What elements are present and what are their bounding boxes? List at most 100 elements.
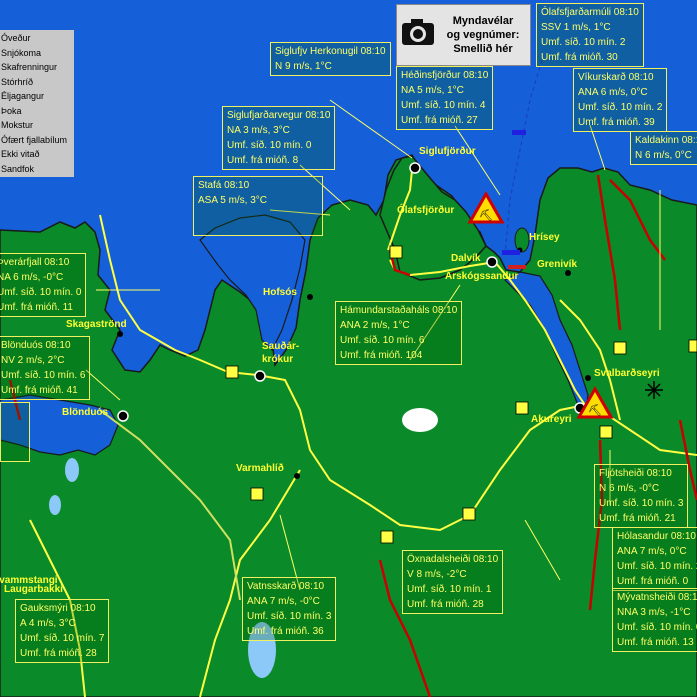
place-olafsfjordur: Ólafsfjörður (397, 205, 455, 216)
legend-item: Mokstur (1, 120, 34, 130)
station-traffic-midnight: Umf. frá mióñ. 28 (407, 599, 484, 610)
station-traffic-midnight: Umf. frá mióñ. 27 (401, 115, 478, 126)
station-unnamed-box[interactable] (0, 402, 30, 462)
station-traffic-midnight: Umf. frá mióñ. 36 (247, 626, 324, 637)
cameras-line1: Myndavélar (452, 15, 514, 27)
station-traffic-10min: Umf. síð. 10 mín. 2 (617, 561, 697, 572)
station-fljotsheidi[interactable]: Fljótsheiði 08:10 N 6 m/s, -0°C Umf. síð… (594, 464, 689, 528)
place-hrisey: Hrísey (529, 232, 560, 243)
cameras-button[interactable]: Myndavélar og vegnúmer: Smellið hér (396, 4, 531, 66)
station-traffic-10min: Umf. síð. 10 mín. 6 (1, 370, 86, 381)
station-traffic-midnight: Umf. frá mióñ. 11 (0, 302, 73, 313)
station-traffic-10min: Umf. síð. 10 mín. 7 (20, 633, 105, 644)
station-wind: ANA 2 m/s, 1°C (340, 320, 410, 331)
station-traffic-10min: Umf. síð. 10 mín. 2 (541, 37, 626, 48)
station-traffic-10min: Umf. síð. 10 mín. 6 (340, 335, 425, 346)
skagafjordur (199, 214, 306, 352)
lake (65, 458, 79, 482)
station-title: Hámundarstaðaháls 08:10 (340, 305, 458, 316)
glacier (402, 408, 438, 432)
station-wind: ANA 7 m/s, 0°C (617, 546, 687, 557)
station-traffic-10min: Umf. síð. 10 mín. 1 (407, 584, 492, 595)
legend-panel: Óveður Snjókoma Skafrenningur Stórhríð É… (0, 30, 74, 177)
station-gauksmyri[interactable]: Gauksmýri 08:10 A 4 m/s, 3°C Umf. síð. 1… (15, 599, 110, 663)
station-wind: N 9 m/s, 1°C (275, 61, 332, 72)
station-title: Stafá 08:10 (198, 180, 250, 191)
place-dalvik: Dalvík (451, 253, 481, 264)
station-olafsfjardarmuli[interactable]: Ólafsfjarðarmúli 08:10 SSV 1 m/s, 1°C Um… (536, 3, 644, 67)
station-kaldakinn[interactable]: Kaldakinn 08:10 N 6 m/s, 0°C (630, 131, 697, 165)
station-traffic-midnight: Umf. frá mióñ. 28 (20, 648, 97, 659)
lake (49, 495, 61, 515)
station-wind: N 6 m/s, -0°C (599, 483, 660, 494)
station-myvatnsheidi[interactable]: Mývatnsheiði 08:10 NNA 3 m/s, -1°C Umf. … (612, 588, 697, 652)
roads (29, 169, 697, 697)
station-holasandur[interactable]: Hólasandur 08:10 ANA 7 m/s, 0°C Umf. síð… (612, 527, 697, 591)
station-traffic-10min: Umf. síð. 10 mín. 2 (578, 102, 663, 113)
station-stafa[interactable]: Stafá 08:10 ASA 5 m/s, 3°C (193, 176, 323, 236)
station-wind: V 8 m/s, -2°C (407, 569, 467, 580)
station-traffic-midnight: Umf. frá mióñ. 39 (578, 117, 655, 128)
station-traffic-midnight: Umf. frá mióñ. 13 (617, 637, 694, 648)
station-title: Siglufjv Herkonugil 08:10 (275, 46, 386, 57)
station-title: Víkurskarð 08:10 (578, 72, 654, 83)
station-hamundarstadahals[interactable]: Hámundarstaðaháls 08:10 ANA 2 m/s, 1°C U… (335, 301, 463, 365)
station-hedinsfjordur[interactable]: Héðinsfjörður 08:10 NA 5 m/s, 1°C Umf. s… (396, 66, 494, 130)
station-traffic-midnight: Umf. frá mióñ. 30 (541, 52, 618, 63)
place-skagastrond: Skagaströnd (66, 319, 127, 330)
place-laugarbakki: Laugarbakki (4, 584, 63, 595)
camera-icon (402, 19, 434, 45)
place-hvammstangi: Hvammstangi (0, 575, 58, 586)
station-title: Gauksmýri 08:10 (20, 603, 96, 614)
station-blonduos[interactable]: Blönduós 08:10 NV 2 m/s, 2°C Umf. síð. 1… (0, 336, 91, 400)
station-traffic-midnight: Umf. frá mióñ. 0 (617, 576, 689, 587)
legend-item: Stórhríð (1, 76, 34, 87)
station-wind: ANA 7 m/s, -0°C (247, 596, 320, 607)
station-traffic-midnight: Umf. frá mióñ. 41 (1, 385, 78, 396)
station-vikurskard[interactable]: Víkurskarð 08:10 ANA 6 m/s, 0°C Umf. síð… (573, 68, 668, 132)
station-title: Mývatnsheiði 08:10 (617, 592, 697, 603)
station-wind: NA 5 m/s, 1°C (401, 85, 464, 96)
station-wind: ASA 5 m/s, 3°C (198, 195, 268, 206)
station-traffic-10min: Umf. síð. 10 mín. 0 (0, 287, 82, 298)
station-traffic-10min: Umf. síð. 10 mín. 4 (401, 100, 486, 111)
station-title: Vatnsskarð 08:10 (247, 581, 325, 592)
legend-item: Sandfok (1, 163, 35, 174)
station-traffic-midnight: Umf. frá mióñ. 21 (599, 513, 676, 524)
station-siglufjv-herkonugil[interactable]: Siglufjv Herkonugil 08:10 N 9 m/s, 1°C (270, 42, 391, 76)
station-title: Blönduós 08:10 (1, 340, 71, 351)
ferry-route (504, 59, 543, 256)
place-varmahlid: Varmahlíð (236, 463, 284, 474)
legend-item: Óveður (1, 33, 31, 43)
legend-item: Skafrenningur (1, 62, 58, 72)
station-oxnadalsheidi[interactable]: Öxnadalsheiði 08:10 V 8 m/s, -2°C Umf. s… (402, 550, 504, 614)
station-traffic-midnight: Umf. frá mióñ. 104 (340, 350, 423, 361)
station-wind: N 6 m/s, 0°C (635, 150, 692, 161)
cameras-line3: Smellið hér (453, 43, 513, 55)
station-traffic-10min: Umf. síð. 10 mín. 3 (599, 498, 684, 509)
station-wind: NV 2 m/s, 2°C (1, 355, 65, 366)
station-title: Siglufjarðarvegur 08:10 (227, 110, 331, 121)
station-traffic-midnight: Umf. frá mióñ. 8 (227, 155, 299, 166)
place-svalbardseyri: Svalbarðseyri (594, 368, 660, 379)
legend-item: Ekki vitað (1, 149, 40, 159)
place-grenivik: Grenivík (537, 259, 578, 270)
station-title: Öxnadalsheiði 08:10 (407, 554, 499, 565)
station-wind: SSV 1 m/s, 1°C (541, 22, 611, 33)
station-title: Fljótsheiði 08:10 (599, 468, 672, 479)
station-siglufjardarvegur[interactable]: Siglufjarðarvegur 08:10 NA 3 m/s, 3°C Um… (222, 106, 336, 170)
legend-item: Ófært fjallabílum (1, 134, 68, 145)
hrisey-island (514, 227, 530, 253)
station-thverarfjall[interactable]: Þverárfjall 08:10 NA 6 m/s, -0°C Umf. sí… (0, 253, 87, 317)
place-hofsos: Hofsós (263, 287, 297, 298)
place-blonduos: Blönduós (62, 407, 109, 418)
station-traffic-10min: Umf. síð. 10 mín. 0 (227, 140, 312, 151)
closed-roads (8, 174, 697, 697)
station-wind: NA 6 m/s, -0°C (0, 272, 64, 283)
station-wind: A 4 m/s, 3°C (20, 618, 76, 629)
cameras-line2: og vegnúmer: (446, 29, 520, 41)
station-vatnsskard[interactable]: Vatnsskarð 08:10 ANA 7 m/s, -0°C Umf. sí… (242, 577, 337, 641)
place-akureyri: Akureyri (531, 414, 572, 425)
place-arskogssandur: Árskógssandur (445, 271, 519, 282)
